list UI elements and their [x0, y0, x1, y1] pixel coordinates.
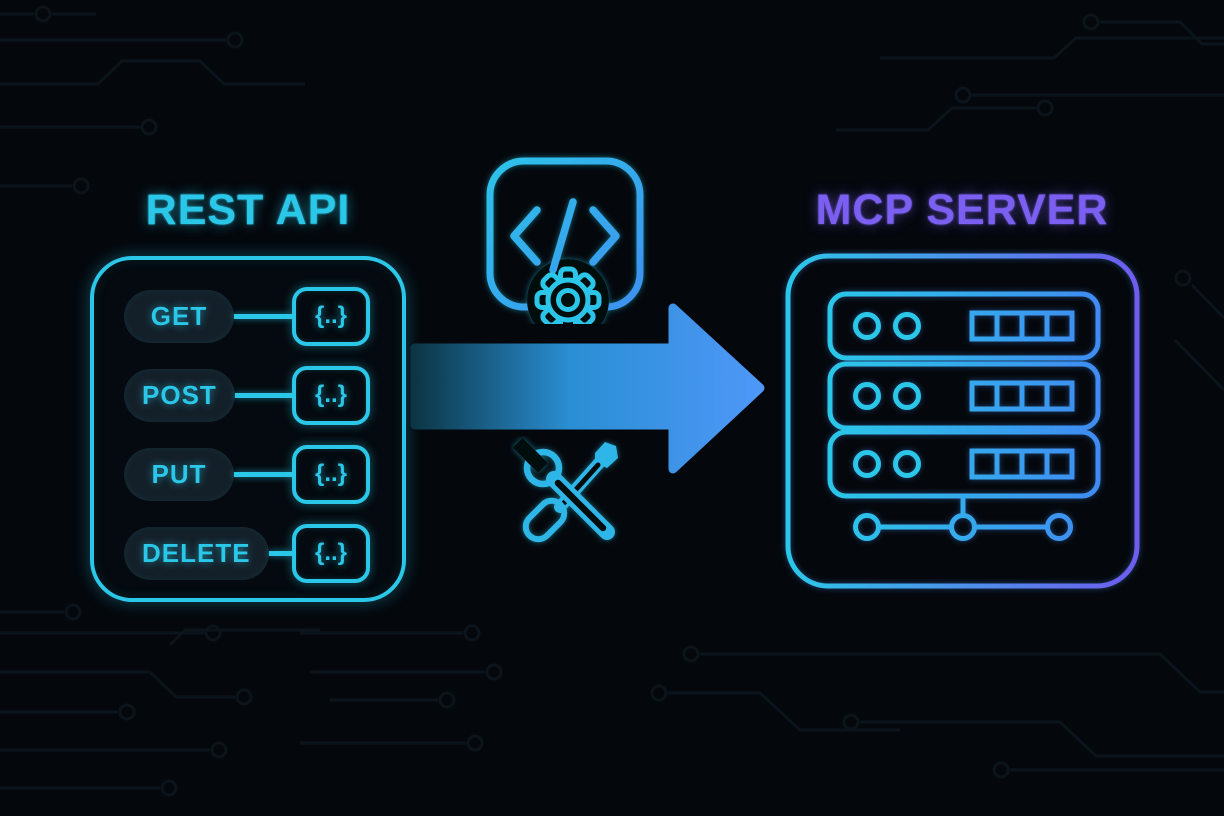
- server-rack-3: [827, 429, 1101, 499]
- rack-vent-grid: [969, 310, 1075, 342]
- json-payload-box: {..}: [292, 287, 370, 346]
- screwdriver-handle: [522, 497, 568, 543]
- connector-line: [234, 314, 292, 319]
- connector-line: [234, 393, 292, 398]
- angle-left-icon: [510, 206, 541, 266]
- circuit-traces: [0, 5, 1224, 797]
- rack-led-circle: [853, 312, 881, 340]
- network-nodes: [853, 496, 1073, 541]
- method-row-post: POST {..}: [124, 366, 370, 425]
- rack-led-circle: [853, 382, 881, 410]
- node-circle: [1045, 513, 1073, 541]
- method-label-put: PUT: [151, 459, 207, 489]
- mcp-box-border: [785, 253, 1140, 589]
- arrow-shape: [410, 303, 765, 474]
- angle-right-icon: [589, 206, 620, 266]
- method-label-get: GET: [150, 301, 208, 331]
- json-payload-box: {..}: [292, 366, 370, 425]
- server-rack-1: [827, 291, 1101, 361]
- json-braces-icon: {..}: [314, 538, 347, 566]
- json-payload-box: {..}: [292, 524, 370, 583]
- json-payload-box: {..}: [292, 445, 370, 504]
- code-gear-icon: [486, 157, 644, 324]
- json-braces-icon: {..}: [314, 380, 347, 408]
- rack-vent-grid: [969, 380, 1075, 412]
- json-braces-icon: {..}: [314, 459, 347, 487]
- json-braces-icon: {..}: [314, 301, 347, 329]
- connector-line: [234, 472, 292, 477]
- gear-icon: [534, 266, 602, 324]
- rack-led-circle: [893, 382, 921, 410]
- method-label-delete: DELETE: [142, 538, 251, 568]
- rack-led-circle: [893, 450, 921, 478]
- method-pill-get: GET: [124, 290, 234, 343]
- mcp-server-panel: [785, 253, 1140, 589]
- code-glyph: [510, 198, 620, 274]
- connector-line: [268, 551, 292, 556]
- wrench-icon: [512, 437, 615, 540]
- rack-vent-grid: [969, 448, 1075, 480]
- server-rack-icon: [827, 291, 1101, 541]
- method-row-delete: DELETE {..}: [124, 524, 370, 583]
- transform-arrow: [410, 303, 765, 474]
- rack-led-circle: [853, 450, 881, 478]
- mcp-server-title: MCP SERVER: [815, 186, 1109, 234]
- node-circle: [853, 513, 881, 541]
- tools-icon: [512, 437, 618, 543]
- node-circle: [949, 513, 977, 541]
- method-row-get: GET {..}: [124, 287, 370, 346]
- server-rack-2: [827, 361, 1101, 431]
- slash-icon: [549, 198, 577, 274]
- method-pill-delete: DELETE: [124, 527, 269, 580]
- rest-api-title: REST API: [145, 186, 351, 234]
- method-label-post: POST: [142, 380, 217, 410]
- rest-api-panel: GET {..} POST {..} PUT {..} DELETE {..}: [90, 256, 406, 602]
- rack-led-circle: [893, 312, 921, 340]
- method-row-put: PUT {..}: [124, 445, 370, 504]
- method-pill-post: POST: [124, 369, 235, 422]
- method-pill-put: PUT: [124, 448, 234, 501]
- wrench-jaw: [523, 448, 563, 488]
